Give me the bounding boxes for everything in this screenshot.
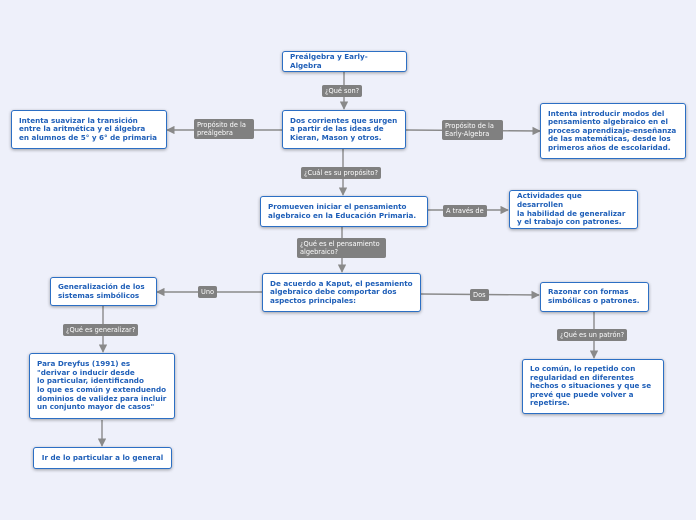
node-particular[interactable]: Ir de lo particular a lo general [33, 447, 172, 469]
node-dreyfus[interactable]: Para Dreyfus (1991) es "derivar o induci… [29, 353, 175, 419]
label-dos[interactable]: Dos [470, 289, 489, 301]
node-activities-text: Actividades que desarrollen la habilidad… [517, 191, 626, 227]
node-particular-text: Ir de lo particular a lo general [41, 452, 164, 462]
node-kaput-text: De acuerdo a Kaput, el pesamiento algebr… [270, 278, 413, 305]
node-generalization[interactable]: Generalización de los sistemas simbólico… [50, 277, 157, 306]
node-reasoning[interactable]: Razonar con formas simbólicas o patrones… [540, 282, 649, 312]
node-dreyfus-text: Para Dreyfus (1991) es "derivar o induci… [37, 359, 167, 412]
label-que-es-generalizar[interactable]: ¿Qué es generalizar? [63, 324, 139, 336]
node-pattern-text: Lo común, lo repetido con regularidad en… [530, 364, 652, 408]
node-right-top-text: Intenta introducir modos del pensamiento… [548, 108, 677, 152]
node-pattern[interactable]: Lo común, lo repetido con regularidad en… [522, 359, 664, 414]
node-activities[interactable]: Actividades que desarrollen la habilidad… [509, 190, 638, 229]
label-prop-early[interactable]: Propósito de la Early-Algebra [442, 120, 503, 140]
label-uno[interactable]: Uno [198, 286, 218, 298]
label-a-traves[interactable]: A través de [443, 205, 487, 217]
node-right-top[interactable]: Intenta introducir modos del pensamiento… [540, 103, 686, 159]
label-que-es-patron[interactable]: ¿Qué es un patrón? [557, 329, 628, 341]
node-root-text: Preálgebra y Early-Algebra [290, 51, 368, 70]
node-left-top[interactable]: Intenta suavizar la transición entre la … [11, 110, 167, 149]
label-cual-proposito[interactable]: ¿Cuál es su propósito? [301, 167, 381, 179]
node-purpose-text: Promueven iniciar el pensamiento algebra… [268, 201, 417, 220]
label-que-es-pensamiento[interactable]: ¿Qué es el pensamiento algebraico? [297, 238, 386, 258]
node-root[interactable]: Preálgebra y Early-Algebra [282, 51, 407, 72]
label-prop-prealgebra[interactable]: Propósito de la preálgebra [194, 119, 254, 139]
node-generalization-text: Generalización de los sistemas simbólico… [58, 281, 145, 300]
node-purpose[interactable]: Promueven iniciar el pensamiento algebra… [260, 196, 428, 227]
node-center-text: Dos corrientes que surgen a partir de la… [290, 115, 398, 142]
node-reasoning-text: Razonar con formas simbólicas o patrones… [548, 287, 640, 305]
node-left-top-text: Intenta suavizar la transición entre la … [19, 115, 158, 142]
label-que-son[interactable]: ¿Qué son? [322, 85, 363, 97]
node-kaput[interactable]: De acuerdo a Kaput, el pesamiento algebr… [262, 273, 421, 312]
node-center[interactable]: Dos corrientes que surgen a partir de la… [282, 110, 406, 149]
